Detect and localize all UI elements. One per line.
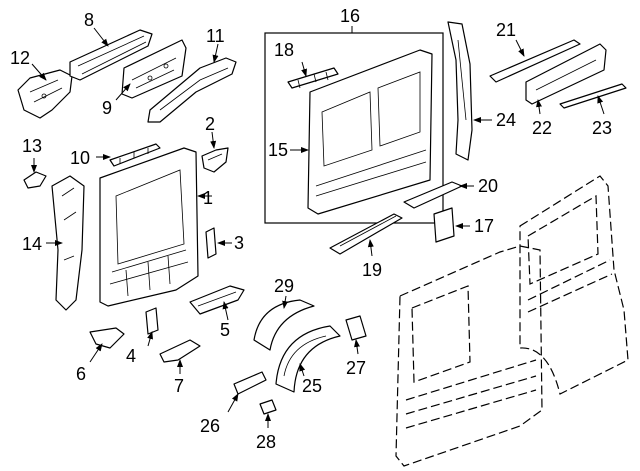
part-18-strip xyxy=(287,67,339,89)
callout-28: 28 xyxy=(256,432,276,452)
leader-5 xyxy=(222,301,229,321)
callout-24: 24 xyxy=(496,110,516,130)
callout-5: 5 xyxy=(220,320,230,340)
leader-11 xyxy=(212,43,219,63)
part-13-clip xyxy=(23,171,47,189)
outer-side-panel-dashed xyxy=(395,245,543,467)
leader-6 xyxy=(89,343,103,363)
leader-21 xyxy=(515,39,525,57)
callout-8: 8 xyxy=(84,10,94,30)
part-17-bracket xyxy=(433,207,455,243)
part-12-bracket xyxy=(17,69,73,119)
callout-15: 15 xyxy=(268,140,288,160)
callout-16: 16 xyxy=(340,6,360,26)
part-5-bracket xyxy=(189,285,245,315)
callout-19: 19 xyxy=(362,260,382,280)
part-29-arch xyxy=(253,299,315,351)
callout-18: 18 xyxy=(274,40,294,60)
leader-25 xyxy=(299,363,306,377)
part-24-pillar xyxy=(447,21,473,161)
callout-6: 6 xyxy=(76,364,86,384)
callout-20: 20 xyxy=(478,176,498,196)
part-11-rail xyxy=(147,57,237,123)
leader-18 xyxy=(301,61,307,77)
callout-3: 3 xyxy=(234,233,244,253)
part-15-panel xyxy=(307,49,433,215)
leader-9 xyxy=(115,83,131,101)
callout-9: 9 xyxy=(102,98,112,118)
callout-1: 1 xyxy=(203,188,213,208)
leader-12 xyxy=(31,63,47,81)
part-26-bracket xyxy=(233,371,267,395)
part-1-side-panel xyxy=(99,147,199,307)
inset-frame xyxy=(264,32,444,224)
part-10-strip xyxy=(109,143,161,167)
part-4-clip xyxy=(145,307,159,335)
leader-22 xyxy=(536,99,542,115)
part-19-sill xyxy=(329,213,403,255)
leader-23 xyxy=(597,95,605,115)
leader-26 xyxy=(227,393,239,413)
part-25-wheelhouse xyxy=(275,325,341,393)
callout-4: 4 xyxy=(126,346,136,366)
part-8-rail xyxy=(69,29,153,81)
callout-11: 11 xyxy=(206,26,225,46)
leader-8 xyxy=(93,27,109,47)
callout-27: 27 xyxy=(346,358,366,378)
callout-10: 10 xyxy=(70,148,90,168)
callout-2: 2 xyxy=(205,114,215,134)
callout-labels: 1 2 3 4 5 6 7 8 9 10 11 12 13 14 15 16 1… xyxy=(10,6,612,452)
part-6-bracket xyxy=(89,327,125,349)
callout-12: 12 xyxy=(10,48,30,68)
part-3-bracket xyxy=(205,227,217,259)
callout-29: 29 xyxy=(274,276,294,296)
part-9-reinforcement xyxy=(121,39,187,99)
part-22-panel xyxy=(525,43,607,105)
part-20-rail xyxy=(403,181,463,209)
part-23-strip xyxy=(559,83,627,109)
leader-27 xyxy=(354,339,360,355)
callout-14: 14 xyxy=(22,234,42,254)
part-2-bracket xyxy=(201,147,229,173)
callout-23: 23 xyxy=(592,118,612,138)
part-14-pillar xyxy=(51,175,85,311)
callout-26: 26 xyxy=(200,416,220,436)
outer-rear-panel-dashed xyxy=(519,175,629,395)
callout-22: 22 xyxy=(532,118,552,138)
leader-19 xyxy=(367,239,374,257)
callout-7: 7 xyxy=(174,376,184,396)
callout-25: 25 xyxy=(302,376,322,396)
callout-13: 13 xyxy=(22,136,42,156)
leader-4 xyxy=(147,331,153,347)
part-28-clip xyxy=(259,399,277,415)
leader-2 xyxy=(210,131,217,149)
part-27-bracket xyxy=(345,315,367,341)
callout-17: 17 xyxy=(474,216,494,236)
part-7-bracket xyxy=(159,339,201,363)
part-21-rail xyxy=(489,39,581,83)
callout-21: 21 xyxy=(496,20,516,40)
leader-29 xyxy=(282,295,289,309)
